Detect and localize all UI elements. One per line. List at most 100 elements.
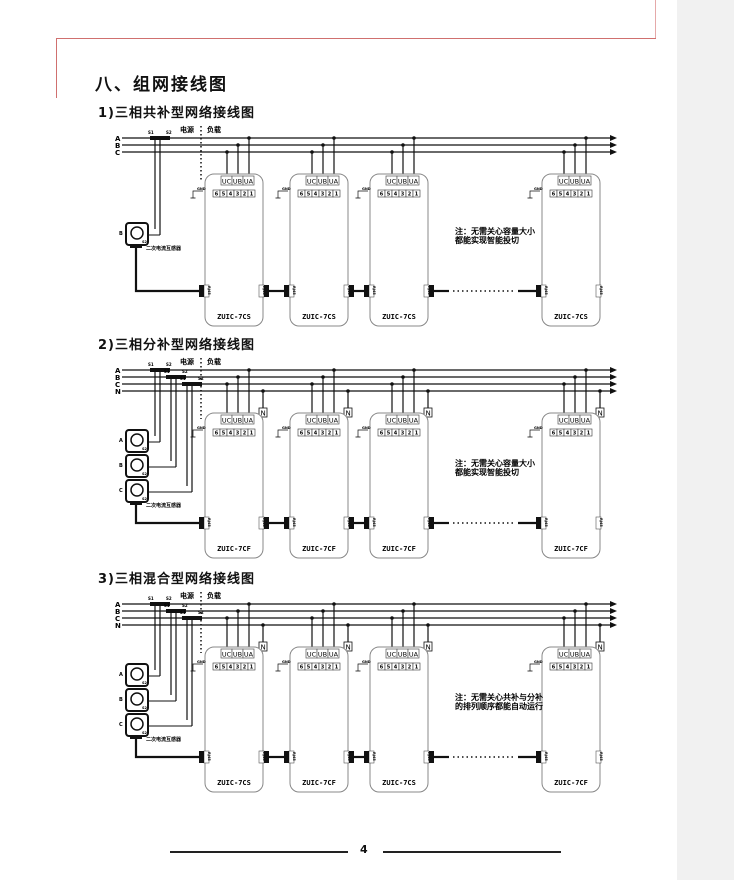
pin-label: 5 bbox=[307, 431, 311, 437]
voltage-terminal-label: UA bbox=[244, 651, 254, 659]
pin-label: 3 bbox=[236, 665, 240, 671]
junction-dot bbox=[584, 368, 588, 372]
ct-box bbox=[125, 688, 149, 712]
voltage-terminal-label: UA bbox=[409, 178, 419, 186]
pin-terminal bbox=[584, 428, 593, 437]
rj45-plug bbox=[364, 285, 369, 297]
note-line: 注：无需关心共补与分补 bbox=[455, 692, 543, 702]
ct-phase-label: C bbox=[119, 722, 123, 728]
rj45-plug bbox=[429, 285, 434, 297]
controller-unit-box bbox=[289, 173, 349, 327]
pin-label: 6 bbox=[552, 665, 556, 671]
rj45-plug bbox=[199, 751, 204, 763]
pin-label: 4 bbox=[314, 665, 318, 671]
phase-label-c: C bbox=[115, 615, 120, 623]
voltage-terminal-label: UB bbox=[233, 178, 242, 186]
voltage-terminal-label: UC bbox=[222, 417, 232, 425]
page-border-left bbox=[56, 38, 57, 98]
controller-unit-box bbox=[369, 412, 429, 559]
pin-terminal bbox=[412, 189, 421, 198]
pin-label: 4 bbox=[566, 665, 570, 671]
junction-dot bbox=[401, 609, 405, 613]
junction-dot bbox=[426, 389, 430, 393]
pin-label: 3 bbox=[321, 431, 325, 437]
pin-terminal bbox=[247, 189, 256, 198]
voltage-terminal-label: UB bbox=[318, 417, 327, 425]
controller-unit-box bbox=[289, 412, 349, 559]
voltage-terminal bbox=[579, 175, 592, 186]
ct-s1-label: S1 bbox=[164, 603, 170, 608]
ground-icon bbox=[357, 663, 368, 671]
section-title: 八、组网接线图 bbox=[95, 75, 228, 95]
ct-phase-label: C bbox=[119, 488, 123, 494]
note-line: 都能实现智能投切 bbox=[454, 467, 519, 477]
pin-label: 6 bbox=[300, 431, 304, 437]
ct-phase-label: B bbox=[119, 463, 123, 469]
junction-dot bbox=[236, 375, 240, 379]
ct-clamp bbox=[182, 616, 202, 620]
controller-unit-box bbox=[204, 173, 264, 327]
pin-label: 1 bbox=[335, 192, 339, 198]
phase-label-b: B bbox=[115, 608, 120, 616]
junction-dot bbox=[598, 623, 602, 627]
junction-dot bbox=[412, 368, 416, 372]
rj45-label: RJ45 bbox=[292, 518, 296, 527]
pin-label: 4 bbox=[566, 431, 570, 437]
junction-dot bbox=[401, 143, 405, 147]
pin-label: 6 bbox=[300, 192, 304, 198]
ground-icon bbox=[529, 429, 540, 437]
voltage-terminal-label: UB bbox=[570, 651, 579, 659]
neutral-label: N bbox=[598, 644, 603, 652]
phase-label-a: A bbox=[115, 601, 121, 609]
junction-dot bbox=[310, 150, 314, 154]
controller-unit-box bbox=[369, 173, 429, 327]
rj45-label: RJ45 bbox=[427, 286, 431, 295]
ct-box bbox=[125, 454, 149, 478]
ct-coil-icon bbox=[130, 692, 144, 706]
junction-dot bbox=[573, 375, 577, 379]
voltage-terminal-label: UC bbox=[387, 651, 397, 659]
junction-dot bbox=[310, 616, 314, 620]
junction-dot bbox=[412, 136, 416, 140]
gnd-label: GND bbox=[362, 187, 371, 191]
junction-dot bbox=[332, 368, 336, 372]
load-label: 负载 bbox=[207, 125, 221, 134]
rj45-plug bbox=[284, 285, 289, 297]
ct-coil-icon bbox=[130, 717, 144, 731]
junction-dot bbox=[562, 616, 566, 620]
neutral-terminal bbox=[423, 407, 433, 418]
junction-dot bbox=[390, 150, 394, 154]
pin-terminal bbox=[332, 662, 341, 671]
pin-label: 1 bbox=[415, 665, 419, 671]
diagram-title-3: 3)三相混合型网络接线图 bbox=[98, 572, 255, 587]
junction-dot bbox=[247, 602, 251, 606]
rj45-label: RJ45 bbox=[292, 286, 296, 295]
neutral-terminal bbox=[595, 641, 605, 652]
pin-label: 1 bbox=[250, 665, 254, 671]
voltage-terminal-label: UB bbox=[570, 178, 579, 186]
pin-label: 1 bbox=[415, 192, 419, 198]
junction-dot bbox=[573, 609, 577, 613]
ct-clamp bbox=[150, 368, 170, 372]
voltage-terminal bbox=[327, 175, 340, 186]
rj45-label: RJ45 bbox=[544, 286, 548, 295]
voltage-terminal-label: UA bbox=[329, 417, 339, 425]
ct-clamp bbox=[182, 382, 202, 386]
rj45-label: RJ45 bbox=[599, 518, 603, 527]
pin-label: 3 bbox=[236, 192, 240, 198]
junction-dot bbox=[426, 623, 430, 627]
pin-terminal bbox=[247, 662, 256, 671]
pin-label: 4 bbox=[394, 665, 398, 671]
rj45-plug bbox=[364, 517, 369, 529]
diagram-title-2: 2)三相分补型网络接线图 bbox=[98, 338, 255, 353]
arrow-icon bbox=[610, 381, 617, 387]
unit-model-label: ZUIC-7CF bbox=[217, 545, 251, 553]
voltage-terminal-label: UB bbox=[318, 651, 327, 659]
gnd-label: GND bbox=[197, 660, 206, 664]
rj45-port bbox=[595, 750, 602, 764]
gnd-label: GND bbox=[362, 660, 371, 664]
pin-label: 6 bbox=[380, 431, 384, 437]
voltage-terminal-label: UB bbox=[233, 651, 242, 659]
neutral-terminal bbox=[343, 407, 353, 418]
